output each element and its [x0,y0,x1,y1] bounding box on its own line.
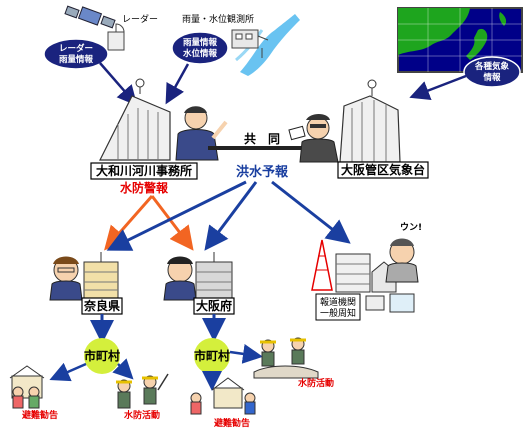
met-office-building-icon [339,79,401,163]
osaka-label: 大阪府 [196,298,232,313]
radar-label: レーダー [122,13,158,25]
met-office-label: 大阪管区気象台 [341,162,425,177]
official-right-icon [288,114,339,163]
nara-label: 奈良県 [83,298,120,313]
arrow-map-to-met [409,74,467,100]
svg-text:各種気象: 各種気象 [474,61,510,72]
arrow-warning-to-osaka [150,195,194,251]
rain-water-info-bubble: 雨量情報 水位情報 [171,31,229,65]
rain-station-label: 雨量・水位観測所 [182,13,254,25]
svg-text:レーダー: レーダー [59,43,93,54]
river-office-label: 大和川河川事務所 [96,163,192,178]
osaka-official-icon [163,256,197,301]
satellite-icon [64,5,116,29]
municipality-right-label: 市町村 [194,348,230,363]
svg-text:水位情報: 水位情報 [182,48,218,59]
viewer-icon [385,238,419,283]
evac-right-label: 避難勧告 [214,417,250,429]
tv-monitor-icon [365,293,415,313]
exclaim-label: ウン! [400,222,422,233]
municipality-right-circle [194,338,230,374]
river-office-box [90,162,198,180]
evac-left-label: 避難勧告 [22,409,58,421]
municipality-left-circle [84,338,120,374]
arrow-forecast-to-nara [106,180,247,251]
arrow-left-fight [112,358,134,380]
met-office-box [337,161,429,179]
nara-building-icon [83,252,119,299]
media-building-icon [335,253,371,293]
media-box [315,293,361,321]
arrow-station-to-office [165,63,190,105]
evac-scene-left-icon [9,365,45,409]
media-label-1: 報道機関 [320,296,356,308]
media-label-2: 一般周知 [320,307,356,319]
arrow-forecast-to-osaka [204,181,258,251]
official-left-icon [175,106,228,161]
osaka-building-icon [195,252,233,299]
observation-station-icon [231,29,269,58]
svg-text:雨量情報: 雨量情報 [59,54,94,65]
arrow-radar-to-office [99,62,138,106]
weather-info-bubble: 各種気象 情報 [463,56,521,88]
svg-text:雨量情報: 雨量情報 [183,37,218,48]
flood-forecast-label: 洪水予報 [236,164,289,180]
broadcast-tower-icon [311,239,333,291]
flood-warning-label: 水防警報 [120,180,169,195]
arrow-left-evac [49,362,87,382]
flood-fight-right-label: 水防活動 [298,377,334,389]
weather-map-icon [397,7,523,73]
arrow-forecast-to-media [271,180,351,244]
municipality-left-label: 市町村 [84,348,120,363]
joint-label: 共 同 [244,131,280,146]
radar-station-icon [107,23,125,51]
river-office-building-icon [99,78,171,161]
nara-official-icon [49,256,83,301]
arrow-right-fight [229,343,263,364]
flood-fight-left-icon [116,373,169,409]
flood-fight-left-label: 水防活動 [124,409,160,421]
flood-fight-right-icon [253,337,319,379]
radar-rain-info-bubble: レーダー 雨量情報 [43,38,109,70]
svg-text:情報: 情報 [482,72,501,83]
evac-scene-right-icon [190,377,256,415]
joint-bar [208,146,318,150]
